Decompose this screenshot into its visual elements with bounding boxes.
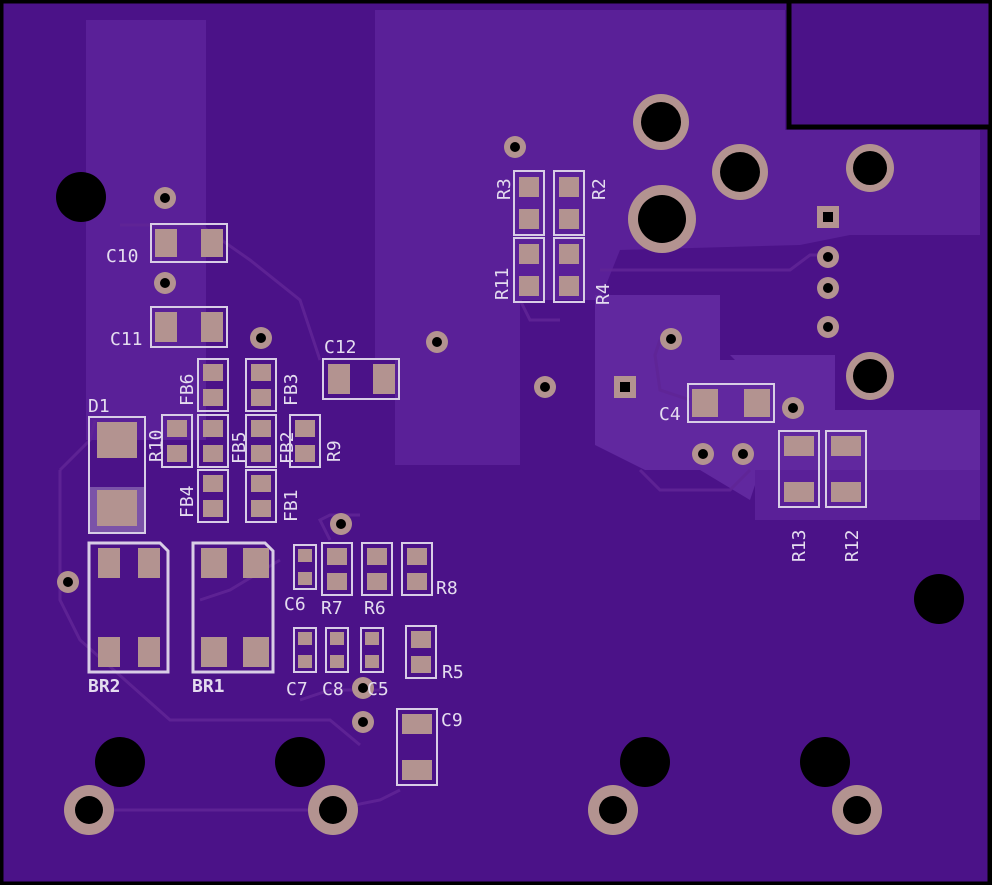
label-r9: R9 [324,440,345,462]
label-fb5: FB5 [229,431,250,464]
component-r9: R9 [289,414,345,468]
via [352,677,374,699]
label-c7: C7 [286,679,308,700]
component-c11: C11 [110,306,228,350]
mounting-hole [95,737,145,787]
label-r12: R12 [842,529,863,562]
component-fb4: FB4 [177,469,229,523]
via [782,397,804,419]
via [534,376,556,398]
mounting-hole [800,737,850,787]
component-c7: C7 [286,627,317,700]
label-d1: D1 [88,396,110,417]
label-r6: R6 [364,598,386,619]
label-fb3: FB3 [281,373,302,406]
component-c12: C12 [322,337,400,400]
via [154,187,176,209]
via [330,513,352,535]
component-r7: R7 [321,542,353,619]
component-r13: R13 [778,430,820,562]
label-c11: C11 [110,329,143,350]
via [732,443,754,465]
label-c6: C6 [284,594,306,615]
component-d1: D1 [88,396,146,534]
via [504,136,526,158]
label-r7: R7 [321,598,343,619]
via [426,331,448,353]
mounting-hole [914,574,964,624]
component-br2: BR2 [87,541,170,697]
component-fb5: FB5 [197,414,250,468]
label-c12: C12 [324,337,357,358]
component-c10: C10 [106,223,228,267]
component-r3: R3 [494,170,545,236]
label-c5: C5 [367,679,389,700]
component-fb3: FB3 [245,358,302,412]
label-r13: R13 [789,529,810,562]
label-br1: BR1 [192,676,225,697]
label-fb6: FB6 [177,373,198,406]
label-fb1: FB1 [281,489,302,522]
board-cutout [788,0,992,128]
via [352,711,374,733]
component-c5: C5 [360,627,389,700]
label-r4: R4 [593,283,614,305]
label-fb2: FB2 [277,431,298,464]
label-c9: C9 [441,710,463,731]
component-r8: R8 [401,542,458,599]
vias [57,136,804,733]
label-br2: BR2 [88,676,121,697]
connector-header [614,206,839,398]
component-c9: C9 [396,708,463,786]
via [154,272,176,294]
component-r12: R12 [825,430,867,562]
label-r10: R10 [146,429,167,462]
via [660,328,682,350]
component-fb6: FB6 [177,358,229,412]
component-c4: C4 [659,383,775,425]
label-r8: R8 [436,578,458,599]
component-c6: C6 [284,544,317,615]
label-c4: C4 [659,404,681,425]
label-c8: C8 [322,679,344,700]
component-r11: R11 [492,237,545,303]
holes [56,94,964,835]
label-r3: R3 [494,178,515,200]
label-r11: R11 [492,267,513,300]
component-r2: R2 [553,170,610,236]
label-r2: R2 [589,178,610,200]
mounting-hole [56,172,106,222]
copper-pour-left [86,20,206,440]
label-fb4: FB4 [177,485,198,518]
component-r5: R5 [405,625,464,683]
component-fb2: FB2 [245,414,298,468]
label-r5: R5 [442,662,464,683]
via [250,327,272,349]
label-c10: C10 [106,246,139,267]
component-r4: R4 [553,237,614,305]
component-r10: R10 [146,414,193,468]
copper-pour-right [595,295,980,500]
via [692,443,714,465]
component-c8: C8 [322,627,349,700]
component-br1: BR1 [191,541,275,697]
via [57,571,79,593]
component-r6: R6 [361,542,393,619]
component-fb1: FB1 [245,469,302,523]
mounting-hole [275,737,325,787]
mounting-hole [620,737,670,787]
